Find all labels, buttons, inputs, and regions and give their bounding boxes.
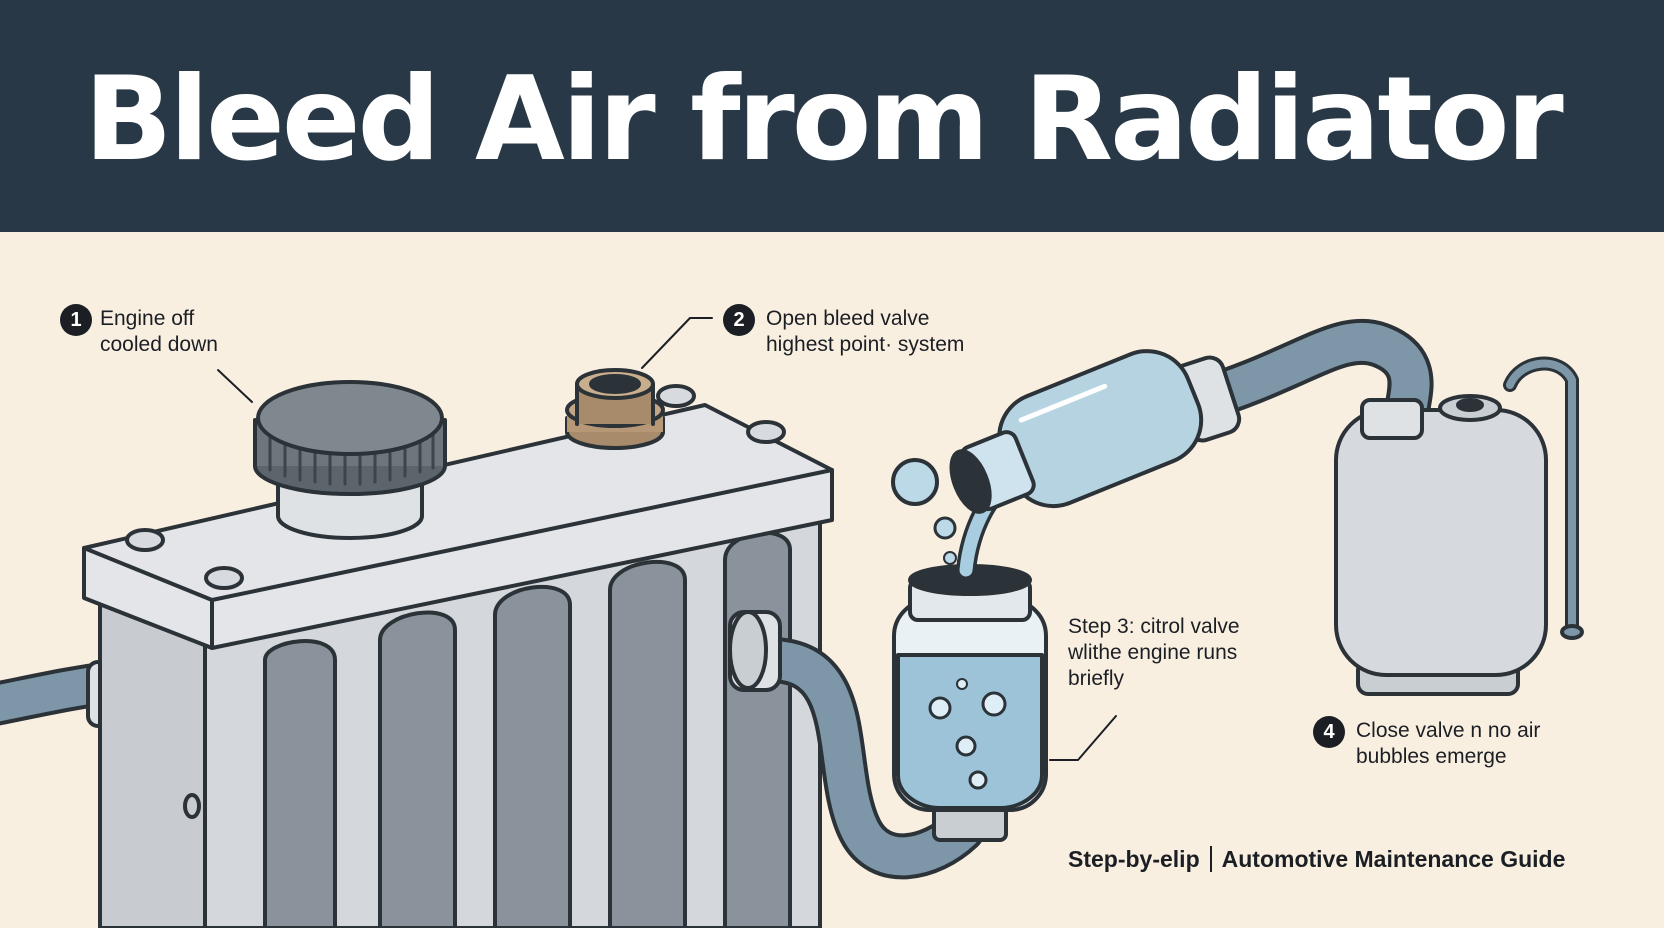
footer-separator bbox=[1209, 846, 1212, 872]
step-1-line-2: cooled down bbox=[100, 333, 218, 356]
coolant-bottle bbox=[949, 349, 1204, 514]
step-1-callout: Engine off cooled down bbox=[100, 306, 218, 358]
step-3-line-1: Step 3: citrol valve bbox=[1068, 615, 1240, 638]
air-bubbles bbox=[891, 458, 957, 565]
footer-left: Step-by-elip bbox=[1068, 846, 1200, 872]
step-4-callout: Close valve n no air bubbles emerge bbox=[1356, 718, 1540, 770]
footer-right: Automotive Maintenance Guide bbox=[1221, 846, 1566, 872]
step-4-number: 4 bbox=[1313, 716, 1345, 748]
step-4-line-1: Close valve n no air bbox=[1356, 719, 1541, 742]
reservoir-tank bbox=[1334, 356, 1584, 696]
page-title: Bleed Air from Radiator bbox=[84, 52, 1564, 187]
radiator-cap bbox=[253, 380, 447, 540]
footer-caption: Step-by-elip Automotive Maintenance Guide bbox=[1068, 846, 1565, 873]
radiator-body bbox=[82, 384, 834, 928]
outlet-hose bbox=[728, 610, 985, 880]
step-3-line-3: briefly bbox=[1068, 667, 1125, 690]
step-2-callout: Open bleed valve highest point· system bbox=[766, 306, 964, 358]
step-2-line-2: highest point· system bbox=[766, 333, 965, 356]
step-2-line-1: Open bleed valve bbox=[766, 307, 930, 330]
step-4-line-2: bubbles emerge bbox=[1356, 745, 1507, 768]
title-banner bbox=[0, 0, 1664, 232]
leader-lines bbox=[217, 317, 1117, 761]
step-3-line-2: wlithe engine runs bbox=[1068, 641, 1238, 664]
step-2-number: 2 bbox=[723, 304, 755, 336]
step-1-line-1: Engine off bbox=[100, 307, 195, 330]
coolant-jar bbox=[892, 564, 1048, 842]
step-1-number: 1 bbox=[60, 304, 92, 336]
bleed-valve bbox=[565, 368, 665, 450]
step-3-callout: Step 3: citrol valve wlithe engine runs … bbox=[1068, 614, 1240, 692]
